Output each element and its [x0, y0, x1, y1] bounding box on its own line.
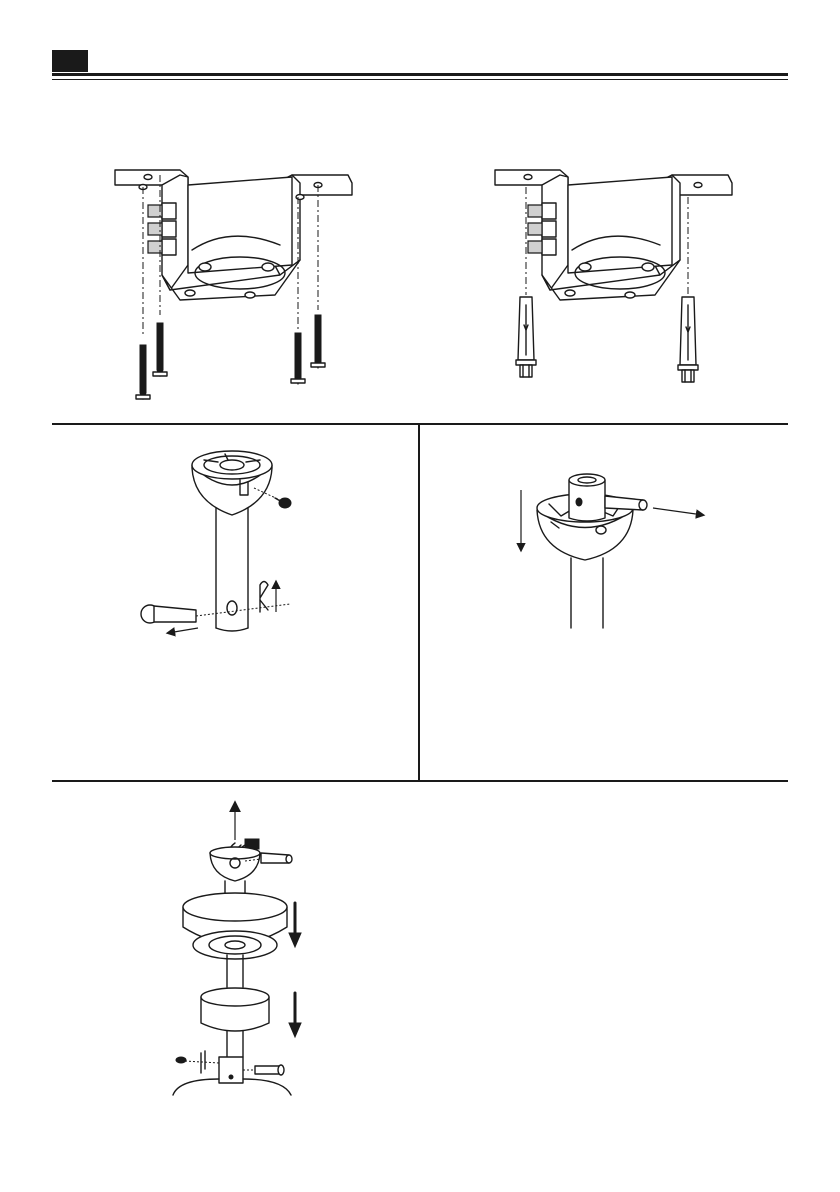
- wood-screw-2: [153, 323, 167, 376]
- panel-divider-top: [52, 423, 788, 425]
- downrod-top: [569, 474, 605, 521]
- arrow-down-2: [289, 993, 301, 1037]
- wood-screw-4: [311, 315, 325, 368]
- coupling-screw: [176, 1057, 219, 1063]
- figure-bracket-expansion-anchors: [480, 155, 750, 410]
- terminal-block: [528, 203, 556, 255]
- wood-screw-1: [136, 345, 150, 399]
- motor-coupling: [219, 1057, 243, 1083]
- figure-bracket-wood-screws: [100, 155, 370, 410]
- hairpin-clip: [260, 582, 276, 613]
- expansion-anchor-left: [516, 297, 536, 377]
- section-tab: [52, 50, 88, 72]
- hanger-ball: [192, 451, 272, 515]
- figure-downrod-ball-removal: [130, 440, 310, 640]
- header-rule: [52, 73, 788, 76]
- figure-ball-pin-insertion: [505, 470, 725, 630]
- expansion-anchor-right: [678, 297, 698, 382]
- figure-downrod-assembly: [165, 795, 315, 1100]
- header-rule-thin: [52, 79, 788, 80]
- coupling-pin: [243, 1065, 284, 1075]
- canopy: [183, 893, 287, 959]
- coupling-clip: [201, 1051, 205, 1073]
- panel-divider-bottom: [52, 780, 788, 782]
- arrow-down-1: [289, 903, 301, 947]
- terminal-block: [148, 203, 176, 255]
- wood-screw-3: [291, 333, 305, 384]
- coupling-cover: [201, 988, 269, 1031]
- panel-divider-vertical: [418, 424, 420, 782]
- hanger-ball: [210, 847, 260, 881]
